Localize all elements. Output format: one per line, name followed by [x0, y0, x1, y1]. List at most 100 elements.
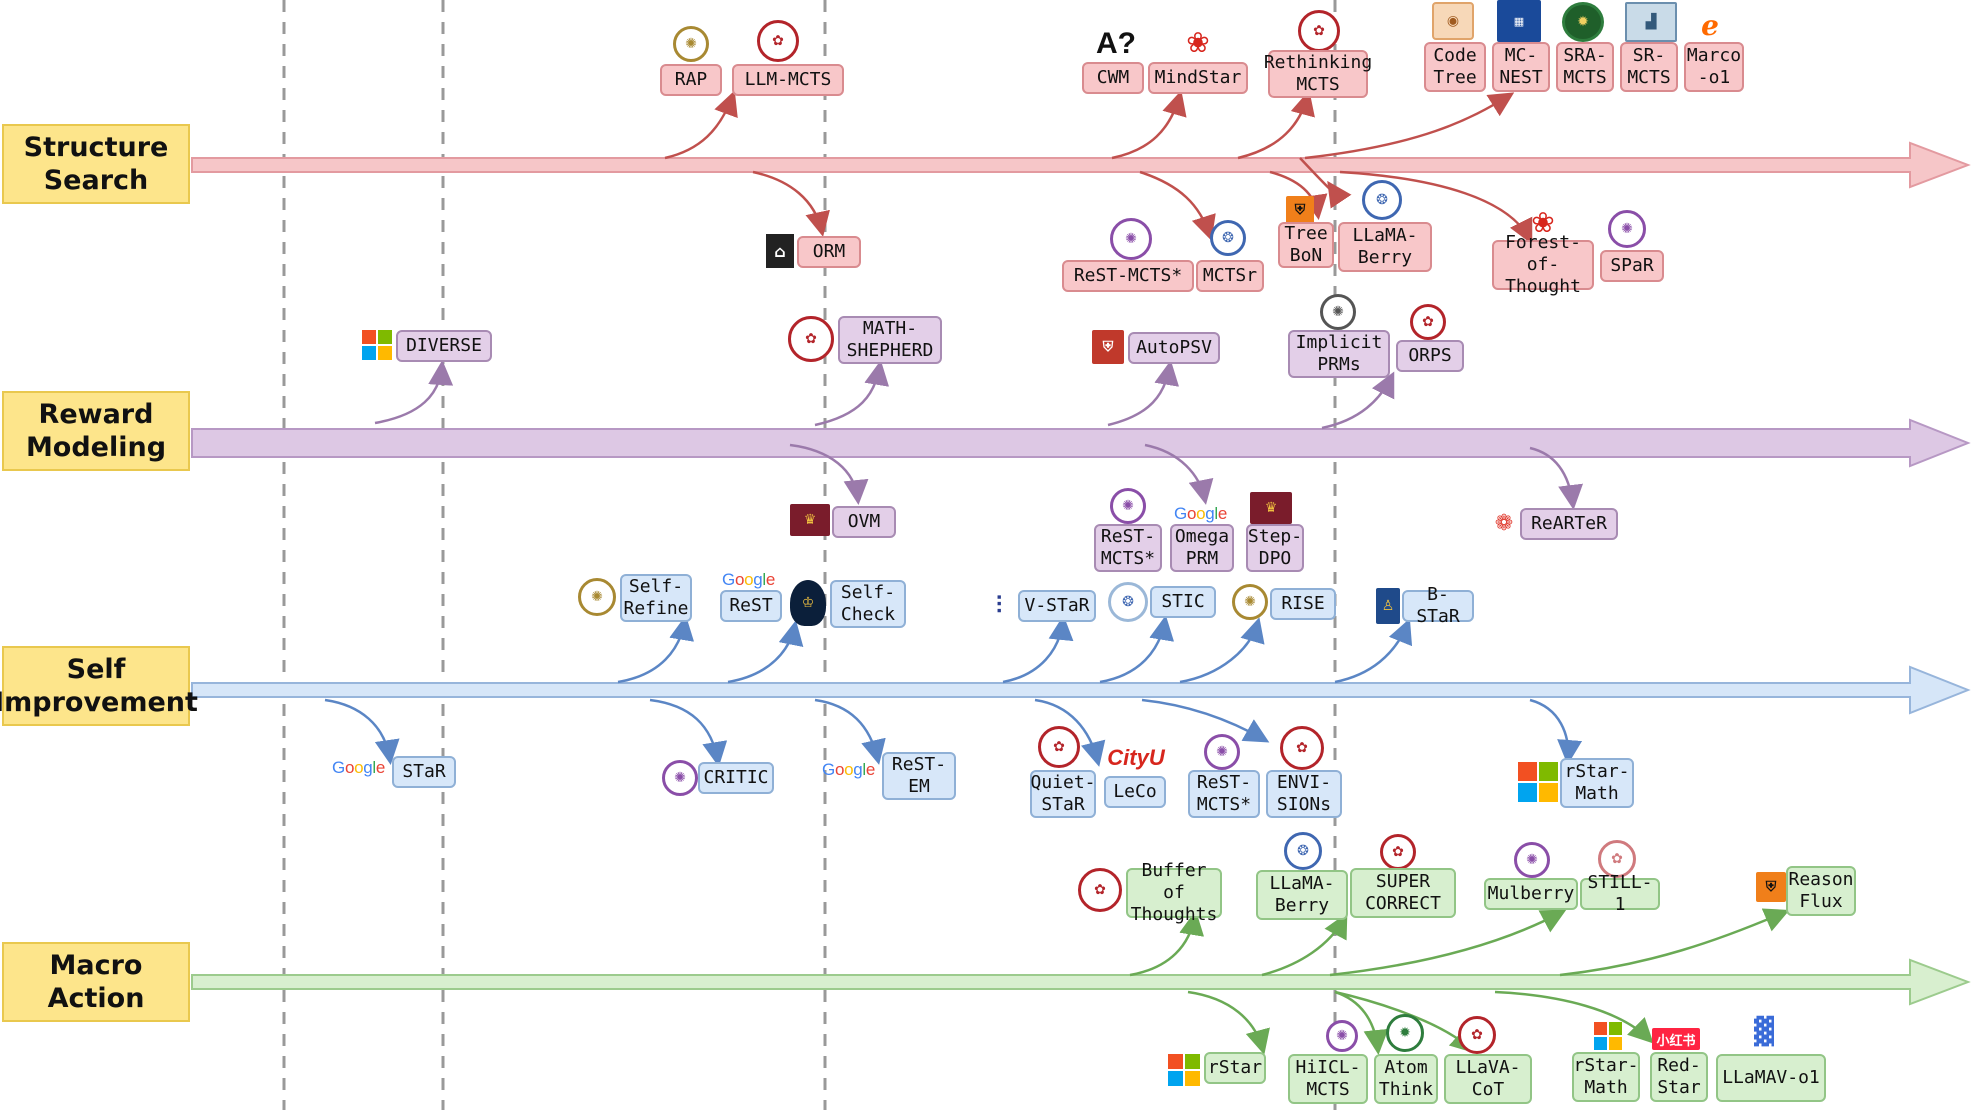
arrow	[1141, 698, 1270, 743]
method-buffer-of-thoughts: Buffer of Thoughts	[1126, 860, 1222, 925]
arrow	[1237, 90, 1315, 160]
method-llama-berry-2: LLaMA- Berry	[1256, 870, 1348, 920]
arrow	[664, 90, 738, 160]
arrow	[649, 698, 728, 767]
method-rethinking-mcts: Rethinking MCTS	[1264, 50, 1372, 98]
university-seal-icon: ✿	[1410, 304, 1446, 340]
university-seal-icon: ✺	[1608, 210, 1646, 248]
method-math-shepherd: MATH- SHEPHERD	[838, 316, 942, 364]
method-autopsv: AutoPSV	[1128, 332, 1220, 364]
method-v-star: V-STaR	[1018, 590, 1096, 622]
arrow	[1107, 360, 1180, 427]
institute-logo-icon: ▦	[1497, 0, 1541, 42]
university-seal-icon: ✿	[1078, 868, 1122, 912]
method-rise: RISE	[1270, 588, 1336, 620]
university-seal-icon: ✹	[1562, 2, 1604, 42]
university-seal-icon: ✺	[1514, 842, 1550, 878]
method-mindstar: MindStar	[1148, 62, 1248, 94]
university-seal-icon: ✿	[1038, 726, 1080, 768]
method-red-star: Red- Star	[1650, 1052, 1708, 1102]
macro-action-timeline	[191, 958, 1971, 1006]
category-structure-search: Structure Search	[2, 124, 190, 204]
method-stic: STIC	[1150, 586, 1216, 618]
method-rap: RAP	[660, 64, 722, 96]
category-reward-modeling: Reward Modeling	[2, 391, 190, 471]
method-tree-bon: Tree BoN	[1278, 222, 1334, 268]
self-improvement-timeline	[191, 665, 1971, 715]
princeton-shield-icon: ⛨	[1756, 872, 1786, 902]
method-orps: ORPS	[1396, 340, 1464, 372]
university-seal-icon: ✿	[1298, 10, 1340, 52]
arrow	[1139, 170, 1216, 241]
category-self-improvement: Self Improvement	[0, 646, 198, 726]
method-rearter: ReARTeR	[1520, 508, 1618, 540]
method-sra-mcts: SRA- MCTS	[1556, 42, 1614, 92]
arrow	[1269, 170, 1328, 220]
alibaba-logo-icon: ℯ	[1701, 8, 1719, 42]
university-seal-icon: ✿	[1598, 840, 1636, 878]
university-seal-icon: ✿	[1458, 1016, 1496, 1054]
arrow	[1179, 617, 1265, 684]
arrow	[1261, 912, 1348, 977]
structure-search-timeline	[191, 141, 1971, 189]
arrow	[814, 360, 890, 427]
arrow	[1329, 909, 1567, 977]
arrow	[1339, 170, 1533, 245]
method-b-star: B-STaR	[1402, 584, 1474, 627]
university-seal-icon: ✺	[1110, 218, 1152, 260]
university-seal-icon: ✿	[788, 316, 834, 362]
method-implicit-prms: Implicit PRMs	[1288, 330, 1390, 378]
method-llm-mcts: LLM-MCTS	[732, 64, 844, 96]
university-seal-icon: ❂	[1284, 832, 1322, 870]
microsoft-logo-icon	[362, 330, 392, 360]
method-rest-em: ReST- EM	[882, 752, 956, 800]
university-seal-icon: ✺	[1110, 488, 1146, 524]
category-macro-action: Macro Action	[2, 942, 190, 1022]
google-logo-icon: Google	[822, 760, 876, 779]
method-quiet-star: Quiet- STaR	[1030, 770, 1096, 818]
method-llamav-o1: LLaMAV-o1	[1716, 1054, 1826, 1102]
method-still-1: STILL-1	[1580, 872, 1660, 915]
arrow	[324, 698, 400, 765]
method-mctsr: MCTSr	[1196, 260, 1264, 292]
method-rstar-math-2: rStar- Math	[1572, 1052, 1640, 1102]
microsoft-logo-icon	[1594, 1022, 1622, 1050]
method-reason-flux: Reason Flux	[1786, 866, 1856, 916]
microsoft-logo-icon	[1518, 762, 1558, 802]
university-seal-icon: ❂	[1210, 220, 1246, 256]
huawei-logo-icon: ❀	[1186, 25, 1210, 59]
university-seal-icon: ✺	[1326, 1020, 1358, 1052]
arrow	[1529, 698, 1583, 765]
cwm-logo-icon: A?	[1096, 27, 1136, 60]
university-seal-icon: ✺	[1204, 734, 1240, 770]
microsoft-logo-icon	[1168, 1054, 1200, 1086]
institute-building-icon: ▟	[1625, 2, 1677, 42]
method-envisions: ENVI- SIONs	[1266, 770, 1342, 818]
method-supercorrect: SUPER CORRECT	[1350, 868, 1456, 918]
university-seal-icon: ✺	[578, 578, 616, 616]
cityu-logo-icon: CityU	[1107, 745, 1165, 770]
method-diverse: DIVERSE	[396, 330, 492, 362]
method-marco-o1: Marco -o1	[1684, 42, 1744, 92]
arrow	[1111, 90, 1187, 160]
method-omega-prm: Omega PRM	[1170, 524, 1234, 572]
arrow	[1299, 157, 1352, 209]
arrow	[1034, 698, 1106, 767]
method-ovm: OVM	[832, 506, 896, 538]
google-logo-icon: Google	[1174, 504, 1228, 523]
method-self-refine: Self- Refine	[620, 574, 692, 622]
method-rstar-math: rStar- Math	[1560, 758, 1634, 808]
method-forest-of-thought: Forest-of- Thought	[1492, 232, 1594, 297]
arrow	[1321, 371, 1395, 430]
method-rest: ReST	[720, 590, 782, 622]
arrow	[1129, 910, 1205, 977]
arrow	[617, 615, 695, 684]
arrow	[1559, 908, 1790, 977]
university-seal-icon: ✿	[1380, 834, 1416, 870]
arrow	[374, 360, 454, 425]
method-rest-mcts-2: ReST- MCTS*	[1094, 524, 1162, 572]
method-spar: SPaR	[1600, 250, 1664, 282]
method-mc-nest: MC- NEST	[1492, 42, 1550, 92]
method-rest-mcts: ReST-MCTS*	[1062, 260, 1194, 292]
method-llama-berry: LLaMA- Berry	[1338, 222, 1432, 272]
